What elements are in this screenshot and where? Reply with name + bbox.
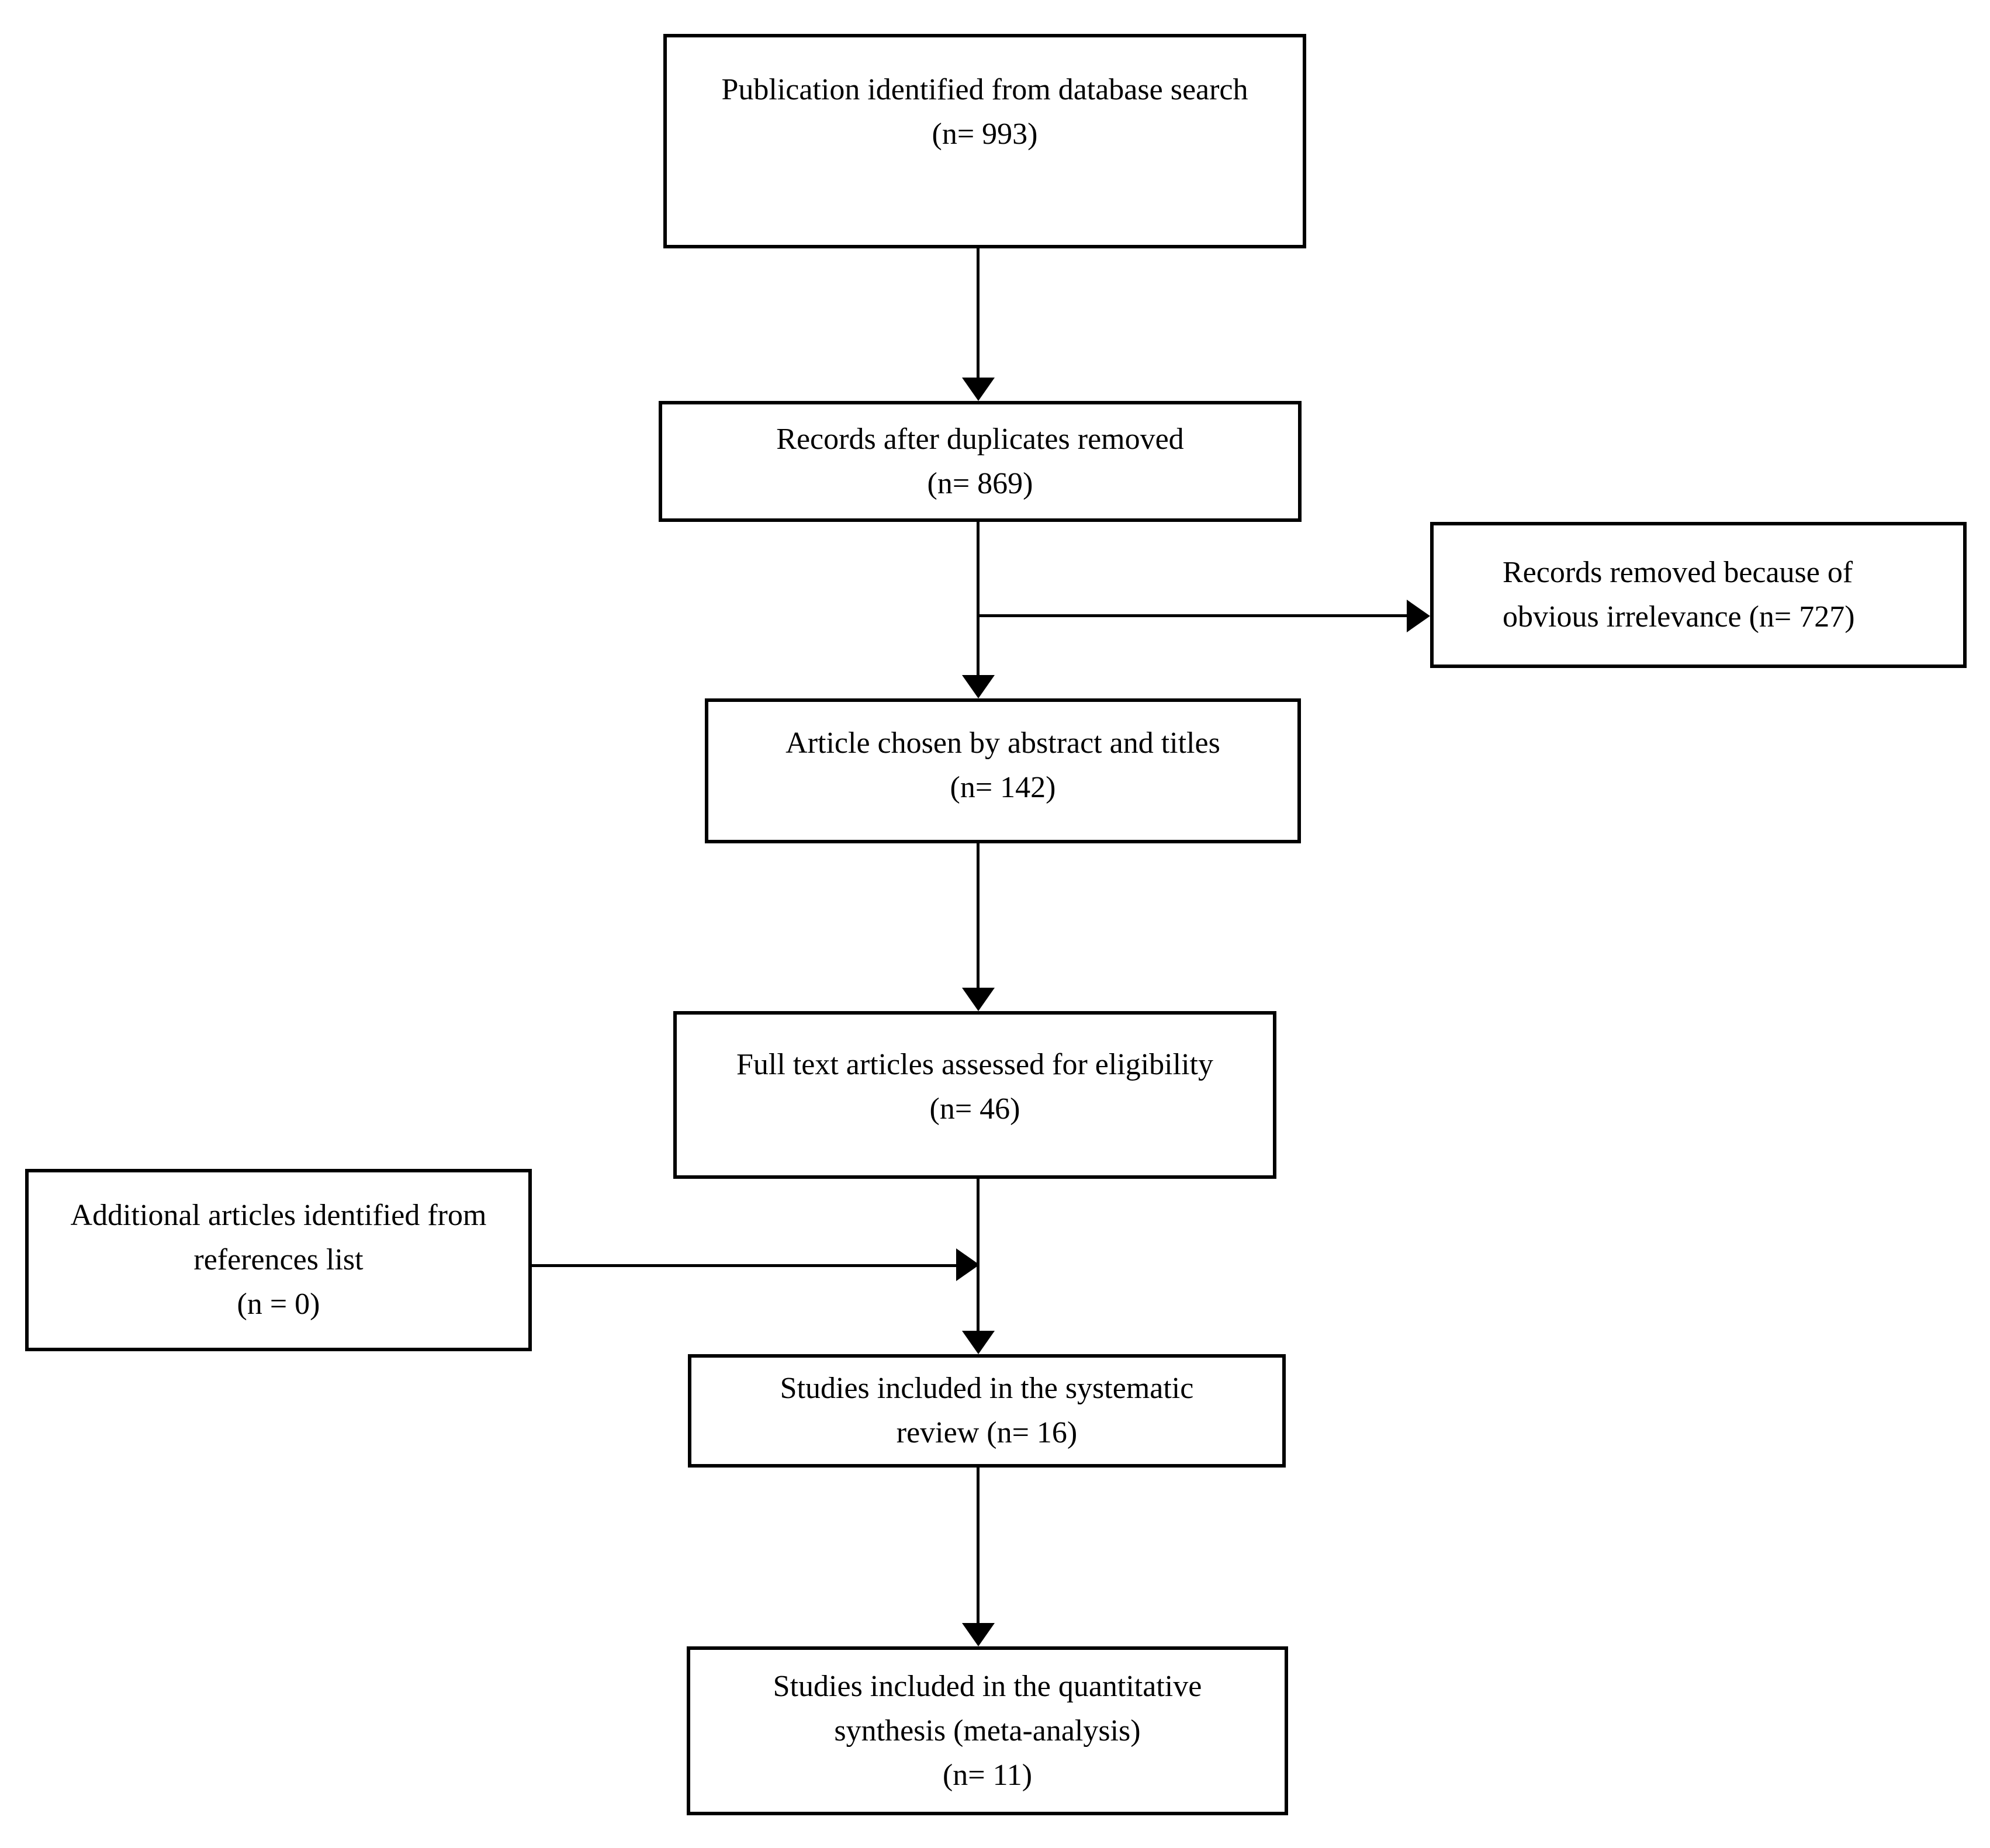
box-text-line: Records after duplicates removed [776, 422, 1184, 456]
box-text-line: Additional articles identified from [70, 1199, 487, 1232]
box-text-line: Studies included in the systematic [780, 1372, 1194, 1405]
box-text-line: obvious irrelevance (n= 727) [1503, 600, 1855, 634]
box-fulltext-assessed-eligibility: Full text articles assessed for eligibil… [673, 1011, 1276, 1179]
box-records-after-duplicates: Records after duplicates removed (n= 869… [659, 401, 1302, 522]
connector-identified-to-deduplicated [977, 248, 980, 380]
box-text-line: synthesis (meta-analysis) [834, 1714, 1141, 1747]
box-articles-chosen-abstract-titles: Article chosen by abstract and titles (n… [705, 698, 1301, 843]
box-text-line: (n= 46) [929, 1092, 1020, 1126]
connector-deduplicated-to-abstract [977, 522, 980, 676]
connector-branch-to-removed-irrelevance [978, 614, 1408, 617]
box-systematic-review-included: Studies included in the systematic revie… [688, 1354, 1286, 1468]
connector-abstract-to-fulltext [977, 843, 980, 990]
arrowhead-down-icon [962, 1623, 995, 1646]
box-meta-analysis-included: Studies included in the quantitative syn… [687, 1646, 1288, 1815]
box-text-line: references list [193, 1243, 364, 1276]
arrowhead-right-icon [1407, 600, 1430, 632]
box-additional-articles-references: Additional articles identified from refe… [25, 1169, 532, 1351]
box-publication-identified: Publication identified from database sea… [663, 34, 1306, 248]
arrowhead-down-icon [962, 1331, 995, 1354]
arrowhead-right-icon [956, 1248, 980, 1281]
box-text-line: Full text articles assessed for eligibil… [736, 1048, 1213, 1081]
box-text-line: (n= 869) [927, 466, 1033, 500]
arrowhead-down-icon [962, 675, 995, 698]
arrowhead-down-icon [962, 378, 995, 401]
box-text-line: (n = 0) [237, 1288, 320, 1321]
box-records-removed-irrelevance: Records removed because of obvious irrel… [1430, 522, 1967, 668]
box-text-line: review (n= 16) [896, 1416, 1078, 1449]
box-text-line: Records removed because of [1503, 556, 1853, 589]
arrowhead-down-icon [962, 988, 995, 1011]
box-text-line: Studies included in the quantitative [773, 1669, 1202, 1703]
box-text-line: (n= 993) [932, 117, 1038, 151]
box-text-line: (n= 11) [942, 1758, 1033, 1792]
box-text-line: (n= 142) [950, 771, 1056, 804]
connector-additional-to-main-line [531, 1264, 957, 1267]
box-text-line: Article chosen by abstract and titles [785, 726, 1220, 760]
box-text-line: Publication identified from database sea… [721, 73, 1248, 106]
connector-systematic-to-meta [977, 1468, 980, 1624]
